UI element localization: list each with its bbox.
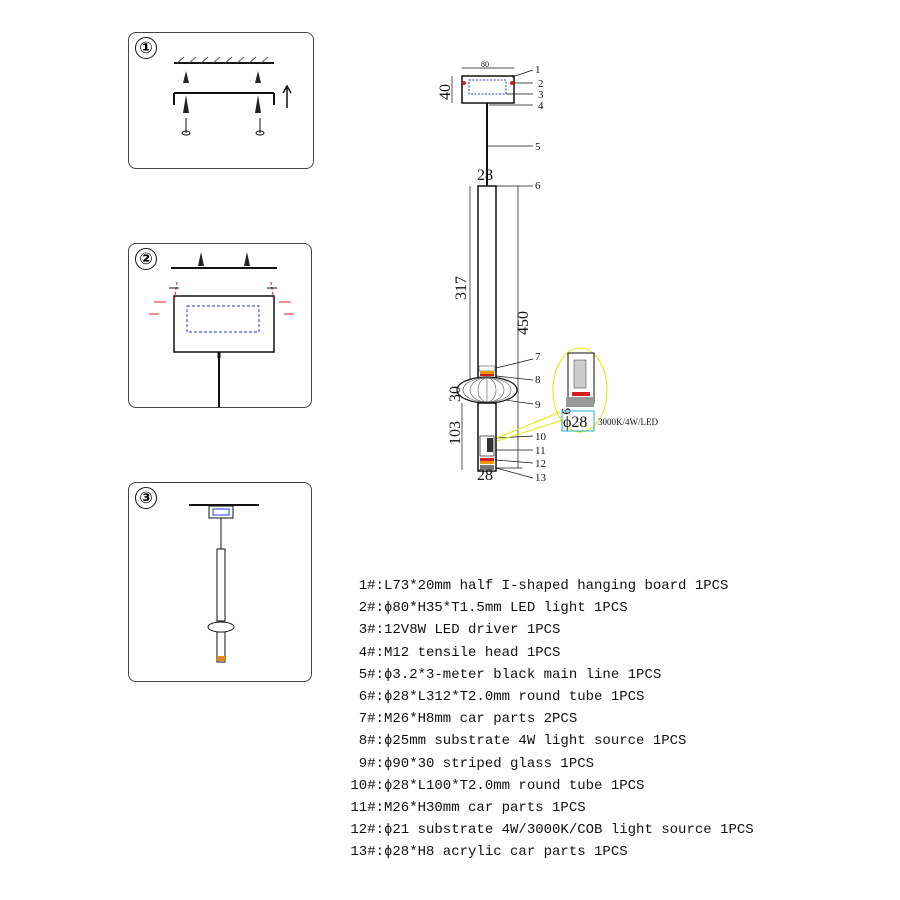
dim-canopy-width: 80 [481,60,489,69]
dim-tube-diameter-bottom: 28 [477,467,493,484]
part-description: M26*H8mm car parts 2PCS [384,711,578,728]
part-number: 3#: [358,622,384,639]
parts-list-item: 8#:ϕ25mm substrate 4W light source 1PCS [336,733,754,755]
callout-9: 9 [535,399,541,411]
detail-callout-circle [552,347,608,433]
part-description: ϕ90*30 striped glass 1PCS [384,755,595,772]
led-driver [468,79,507,95]
part-description: ϕ25mm substrate 4W light source 1PCS [384,733,687,750]
part-description: ϕ28*H8 acrylic car parts 1PCS [384,844,628,861]
callout-5: 5 [535,141,541,153]
callout-numbers: 1 2 3 4 5 6 7 8 9 10 11 12 13 [535,64,547,484]
callout-2: 2 [538,78,544,90]
callout-6: 6 [535,180,541,192]
step-1-panel: ① [128,32,314,169]
part-description: ϕ80*H35*T1.5mm LED light 1PCS [384,600,628,617]
part-number: 4#: [358,644,384,661]
step-3-number: ③ [135,487,157,509]
part-number: 12#: [350,822,384,839]
step-3-illustration [189,504,259,663]
part-number: 2#: [358,600,384,617]
parts-list-item: 13#:ϕ28*H8 acrylic car parts 1PCS [336,844,754,866]
part-number: 8#: [358,733,384,750]
parts-list-item: 6#:ϕ28*L312*T2.0mm round tube 1PCS [336,689,754,711]
callout-10: 10 [535,431,547,443]
callout-12: 12 [535,458,546,470]
part-number: 10#: [350,777,384,794]
parts-list-item: 4#:M12 tensile head 1PCS [336,645,754,667]
step-2-number: ② [135,248,157,270]
part-description: M26*H30mm car parts 1PCS [384,799,586,816]
dimension-drawing: 80 40 28 28 317 450 30 103 1 2 3 4 5 6 [437,60,658,484]
part-description: L73*20mm half I-shaped hanging board 1PC… [384,578,729,594]
callout-8: 8 [535,374,541,386]
part-number: 1#: [358,578,384,594]
parts-list-item: 7#:M26*H8mm car parts 2PCS [336,711,754,733]
detail-spec: 3000K/4W/LED [598,417,658,427]
callout-13: 13 [535,472,547,484]
dim-tube-length: 317 [453,276,470,300]
part-description: ϕ21 substrate 4W/3000K/COB light source … [384,822,754,839]
parts-list-item: 5#:ϕ3.2*3-meter black main line 1PCS [336,667,754,689]
part-number: 7#: [358,711,384,728]
part-description: M12 tensile head 1PCS [384,644,561,661]
parts-list-item: 3#:12V8W LED driver 1PCS [336,622,754,644]
part-number: 5#: [358,666,384,683]
step-1-illustration [173,56,292,136]
part-description: ϕ3.2*3-meter black main line 1PCS [384,666,662,683]
step-3-panel: ③ [128,482,312,682]
part-number: 6#: [358,688,384,705]
parts-list-item: 10#:ϕ28*L100*T2.0mm round tube 1PCS [336,778,754,800]
dim-canopy-height: 40 [437,84,454,100]
part-description: 12V8W LED driver 1PCS [384,622,561,639]
part-description: ϕ28*L312*T2.0mm round tube 1PCS [384,688,645,705]
step-2-illustration [149,252,294,407]
dim-tube-diameter-top: 28 [477,167,493,184]
step-1-number: ① [135,37,157,59]
part-number: 13#: [350,844,384,861]
dim-lower-length: 103 [447,421,464,445]
callout-7: 7 [535,351,541,363]
callout-3: 3 [538,89,544,101]
callout-11: 11 [535,445,546,457]
parts-list: 1#:L73*20mm half I-shaped hanging board … [336,578,754,866]
dim-total-length: 450 [515,311,532,335]
parts-list-item: 2#:ϕ80*H35*T1.5mm LED light 1PCS [336,600,754,622]
parts-list-item: 11#:M26*H30mm car parts 1PCS [336,800,754,822]
detail-diameter: ϕ28 [563,414,587,431]
part-description: ϕ28*L100*T2.0mm round tube 1PCS [384,777,645,794]
callout-1: 1 [535,64,541,76]
dim-glass-height: 30 [447,386,464,402]
part-number: 11#: [350,799,384,816]
round-tube-upper [477,185,497,380]
parts-list-item: 9#:ϕ90*30 striped glass 1PCS [336,756,754,778]
step-2-panel: ② [128,243,312,408]
parts-list-item: 1#:L73*20mm half I-shaped hanging board … [336,578,754,600]
parts-list-item: 12#:ϕ21 substrate 4W/3000K/COB light sou… [336,822,754,844]
callout-4: 4 [538,100,544,112]
part-number: 9#: [358,755,384,772]
